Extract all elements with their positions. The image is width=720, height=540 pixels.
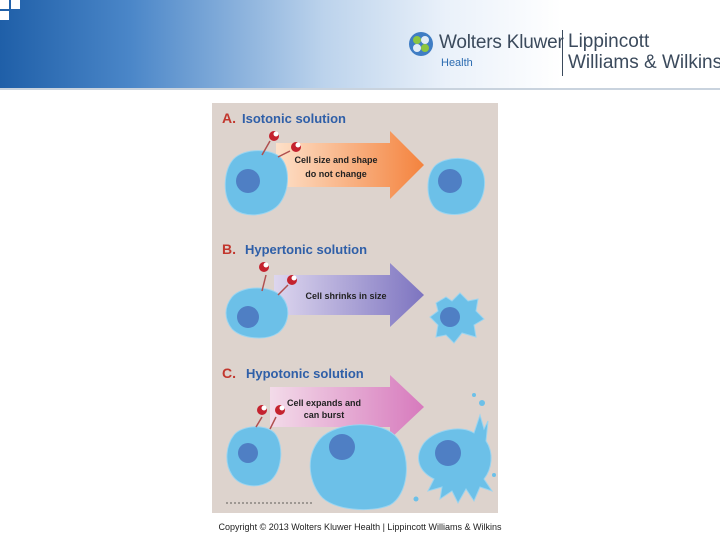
panel-a-label-line1: Cell size and shape — [294, 155, 377, 165]
osmosis-figure: A. Isotonic solution Cell size and shape… — [212, 103, 498, 513]
panel-c-cell-middle — [309, 424, 407, 511]
panel-a-flow-line — [277, 150, 291, 158]
panel-c-label-line1: Cell expands and — [287, 398, 361, 408]
panel-c-molecule-highlight — [279, 405, 285, 411]
panel-a-title: Isotonic solution — [242, 111, 346, 126]
panel-c-molecule-highlight — [261, 405, 267, 411]
panel-b-label-line1: Cell shrinks in size — [305, 291, 386, 301]
header-rule — [0, 88, 720, 90]
logo-lww-text: Lippincott Williams & Wilkins — [568, 31, 720, 73]
globe-icon — [409, 32, 433, 56]
figure-drawing: A. Isotonic solution Cell size and shape… — [222, 110, 496, 511]
panel-c-flow-line — [255, 416, 263, 428]
corner-square — [0, 0, 9, 9]
header-banner: Wolters Kluwer Health Lippincott William… — [0, 0, 720, 88]
panel-a-nucleus-after — [438, 169, 462, 193]
panel-b-title: Hypertonic solution — [245, 242, 367, 257]
panel-c-fragment — [492, 473, 496, 477]
corner-square — [0, 11, 9, 20]
panel-c-title: Hypotonic solution — [246, 366, 364, 381]
panel-b-flow-line — [277, 284, 289, 296]
panel-b-arrow — [274, 263, 424, 327]
panel-c-flow-line — [269, 416, 277, 430]
logo-wolters-kluwer-text: Wolters Kluwer — [439, 32, 564, 53]
panel-c-label-line2: can burst — [304, 410, 345, 420]
panel-b-nucleus-after — [440, 307, 460, 327]
panel-c-fragment — [472, 393, 476, 397]
panel-a-molecule-highlight — [295, 142, 301, 148]
panel-a-flow-line — [261, 140, 271, 156]
panel-b-molecule-highlight — [291, 275, 297, 281]
panel-b-nucleus-before — [237, 306, 259, 328]
panel-a-label-line2: do not change — [305, 169, 367, 179]
panel-c-letter: C. — [222, 365, 236, 381]
panel-b-letter: B. — [222, 241, 236, 257]
panel-a-molecule-highlight — [273, 131, 279, 137]
panel-a-arrow — [276, 131, 424, 199]
publisher-logo: Wolters Kluwer Health Lippincott William… — [405, 28, 720, 80]
panel-c-arrow — [270, 375, 424, 439]
panel-a-nucleus-before — [236, 169, 260, 193]
panel-b-flow-line — [261, 274, 267, 292]
logo-lww-line1: Lippincott — [568, 31, 650, 52]
copyright-caption: Copyright © 2013 Wolters Kluwer Health |… — [218, 522, 502, 532]
logo-divider — [562, 30, 563, 76]
panel-c-nucleus-before — [238, 443, 258, 463]
logo-lww-line2: Williams & Wilkins — [568, 52, 720, 73]
corner-square — [11, 0, 20, 9]
panel-c-fragment — [413, 496, 419, 502]
panel-c-nucleus-burst — [435, 440, 461, 466]
panel-a-letter: A. — [222, 110, 236, 126]
panel-c-fragment — [479, 400, 485, 406]
logo-health-text: Health — [441, 57, 473, 69]
panel-c-nucleus-middle — [329, 434, 355, 460]
panel-b-molecule-highlight — [263, 262, 269, 268]
